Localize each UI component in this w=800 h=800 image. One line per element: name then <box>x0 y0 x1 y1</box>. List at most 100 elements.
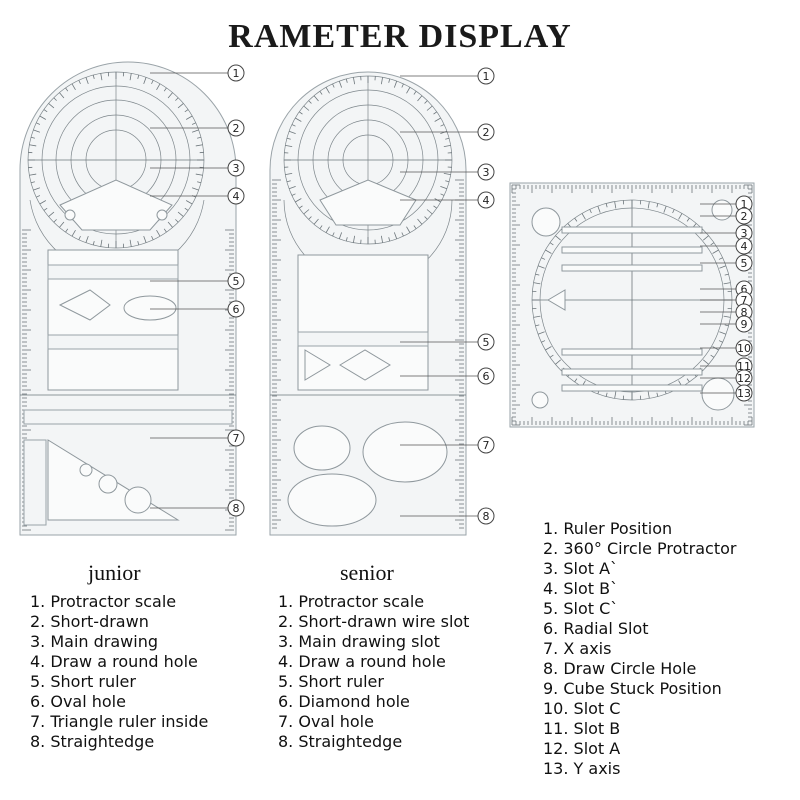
callout-number: 6 <box>233 303 240 316</box>
legend-number: 6. <box>30 692 46 711</box>
legend-label: Slot C <box>568 699 621 718</box>
callout-number: 5 <box>483 336 490 349</box>
callout-marker <box>227 119 245 137</box>
degree-tick <box>48 211 55 217</box>
legend-number: 12. <box>543 739 569 758</box>
callout-number: 8 <box>741 306 748 319</box>
square-legend-item: 1. Ruler Position <box>543 519 736 539</box>
legend-number: 10. <box>543 699 569 718</box>
legend-number: 2. <box>30 612 46 631</box>
callout-number: 12 <box>737 372 751 385</box>
degree-tick <box>29 173 37 176</box>
callout-marker <box>227 499 245 517</box>
degree-tick <box>100 73 103 81</box>
junior-legend-item: 1. Protractor scale <box>30 592 208 612</box>
degree-tick <box>175 219 179 223</box>
legend-number: 5. <box>543 599 559 618</box>
degree-tick <box>445 137 450 140</box>
degree-tick <box>656 203 659 208</box>
degree-tick <box>156 229 161 237</box>
legend-label: Protractor scale <box>45 592 177 611</box>
degree-tick <box>184 109 189 113</box>
square-legend-item: 12. Slot A <box>543 739 736 759</box>
degree-tick <box>195 144 203 147</box>
degree-tick <box>298 111 303 115</box>
callout-number: 3 <box>233 162 240 175</box>
junior-legend-item: 4. Draw a round hole <box>30 652 208 672</box>
degree-tick <box>353 77 356 85</box>
callout-number: 7 <box>233 432 240 445</box>
degree-tick <box>156 83 161 91</box>
legend-label: Straightedge <box>293 732 403 751</box>
degree-tick <box>291 193 296 196</box>
legend-label: Short ruler <box>293 672 384 691</box>
legend-number: 13. <box>543 759 569 778</box>
legend-label: Slot C` <box>558 599 619 618</box>
junior-heading: junior <box>88 560 141 585</box>
degree-tick <box>313 95 319 102</box>
degree-tick <box>308 100 312 104</box>
degree-tick <box>647 391 650 399</box>
degree-tick <box>426 209 433 215</box>
degree-tick <box>167 221 173 228</box>
legend-label: Draw a round hole <box>45 652 198 671</box>
callout-number: 7 <box>741 294 748 307</box>
callout-number: 2 <box>741 210 748 223</box>
callout-marker <box>477 436 495 454</box>
degree-tick <box>605 203 608 208</box>
degree-tick <box>545 346 552 351</box>
degree-tick <box>406 226 411 233</box>
degree-tick <box>424 100 428 104</box>
callout-marker <box>477 67 495 85</box>
degree-tick <box>308 216 312 220</box>
callout-number: 6 <box>483 370 490 383</box>
degree-tick <box>535 273 540 276</box>
slot <box>561 264 703 272</box>
callout-marker <box>227 187 245 205</box>
degree-tick <box>443 172 451 175</box>
slot <box>561 246 703 254</box>
callout-marker <box>477 163 495 181</box>
legend-label: Draw Circle Hole <box>558 659 697 678</box>
degree-tick <box>71 83 76 91</box>
legend-label: Y axis <box>568 759 621 778</box>
callout-marker <box>477 507 495 525</box>
degree-tick <box>332 232 335 237</box>
degree-tick <box>672 209 675 214</box>
legend-label: Radial Slot <box>558 619 649 638</box>
degree-tick <box>614 391 617 399</box>
degree-tick <box>413 225 417 230</box>
degree-tick <box>401 232 404 237</box>
degree-tick <box>167 92 173 99</box>
square-legend-item: 5. Slot C` <box>543 599 736 619</box>
callout-number: 2 <box>483 126 490 139</box>
degree-tick <box>92 241 95 246</box>
degree-tick <box>129 239 132 247</box>
callout-marker <box>227 272 245 290</box>
callout-number: 1 <box>741 198 748 211</box>
callout-marker <box>227 159 245 177</box>
legend-number: 1. <box>543 519 559 538</box>
senior-legend-item: 2. Short-drawn wire slot <box>278 612 469 632</box>
degree-tick <box>285 145 293 148</box>
square-legend-item: 6. Radial Slot <box>543 619 736 639</box>
degree-tick <box>100 239 103 247</box>
degree-tick <box>413 90 417 95</box>
degree-tick <box>393 232 398 240</box>
degree-tick <box>574 378 578 383</box>
legend-number: 7. <box>30 712 46 731</box>
square-ruler <box>509 182 755 428</box>
degree-tick <box>151 235 154 240</box>
callout-marker <box>227 64 245 82</box>
degree-tick <box>36 122 41 125</box>
legend-label: Slot B <box>568 719 621 738</box>
degree-tick <box>433 205 438 209</box>
callout-marker <box>227 429 245 447</box>
degree-tick <box>723 282 731 285</box>
legend-number: 5. <box>278 672 294 691</box>
degree-tick <box>185 200 193 205</box>
degree-tick <box>718 340 723 343</box>
degree-tick <box>549 242 554 246</box>
degree-tick <box>325 87 330 94</box>
